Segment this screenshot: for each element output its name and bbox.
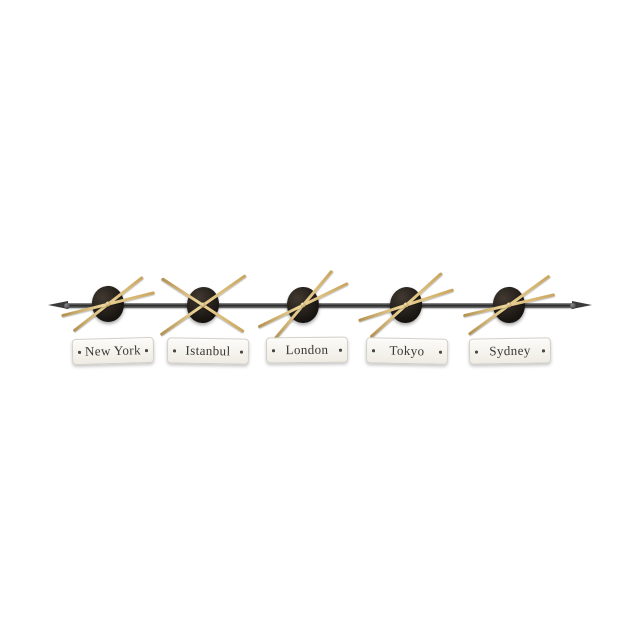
city-plate-sydney: Sydney bbox=[468, 337, 552, 365]
mounting-rod bbox=[66, 303, 574, 308]
rod-tip-right bbox=[572, 301, 592, 309]
screw-hole bbox=[77, 350, 82, 354]
city-label: London bbox=[285, 341, 329, 358]
rod-knob-left bbox=[64, 302, 70, 309]
city-plate-london: London bbox=[265, 336, 349, 364]
city-plate-tokyo: Tokyo bbox=[365, 337, 449, 365]
screw-hole bbox=[338, 348, 343, 352]
screw-hole bbox=[438, 350, 443, 354]
city-plate-istanbul: Istanbul bbox=[166, 337, 250, 365]
screw-hole bbox=[144, 348, 149, 352]
screw-hole bbox=[371, 348, 376, 352]
screw-hole bbox=[271, 348, 276, 352]
rod-knob-right bbox=[570, 302, 576, 309]
screw-hole bbox=[239, 350, 244, 354]
city-label: Istanbul bbox=[185, 342, 231, 359]
clock-center-pin bbox=[105, 301, 111, 307]
city-plate-new-york: New York bbox=[71, 336, 155, 366]
clock-center-pin bbox=[403, 302, 409, 308]
city-label: Tokyo bbox=[389, 342, 425, 359]
city-label: Sydney bbox=[489, 342, 531, 359]
screw-hole bbox=[172, 348, 177, 352]
city-label: New York bbox=[84, 342, 142, 359]
rod-tip-left bbox=[48, 301, 68, 309]
screw-hole bbox=[541, 348, 546, 352]
clock-center-pin bbox=[506, 302, 512, 308]
clock-center-pin bbox=[200, 302, 206, 308]
clock-center-pin bbox=[300, 302, 306, 308]
screw-hole bbox=[474, 350, 479, 354]
